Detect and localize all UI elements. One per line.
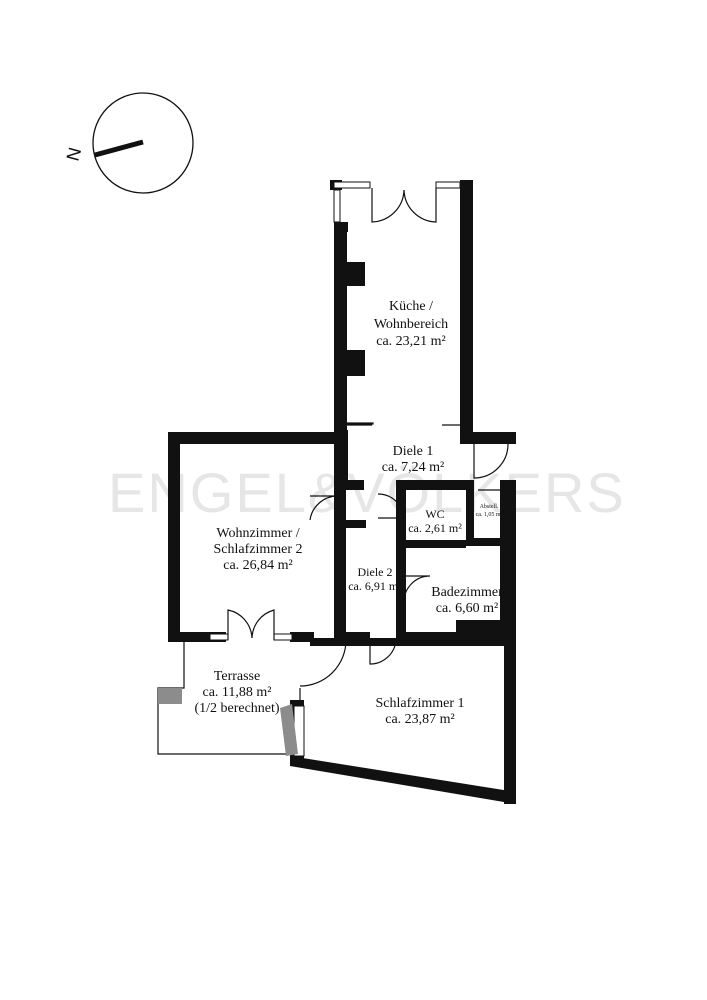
room-area: ca. 26,84 m² [223, 558, 293, 573]
kitchen-window-left [333, 181, 371, 223]
room-badezimmer: Badezimmer ca. 6,60 m² [431, 585, 503, 616]
kitchen-balcony-door [371, 188, 437, 223]
bath-door [403, 575, 431, 603]
walls-kitchen [330, 180, 473, 440]
walls-wohnzimmer [168, 432, 348, 642]
room-area: ca. 6,60 m² [436, 601, 499, 616]
room-diele1: Diele 1 ca. 7,24 m² [382, 444, 445, 475]
room-name: Diele 1 [393, 444, 434, 459]
watermark: ENGEL&VÖLKERS [108, 461, 626, 524]
walls-wc-bath [396, 480, 516, 640]
room-kueche: Küche / Wohnbereich ca. 23,21 m² [374, 299, 448, 349]
room-name: Küche / [389, 299, 433, 314]
room-abstell: Abstell. ca. 1,05 m² [476, 504, 503, 518]
room-area: ca. 11,88 m² [203, 685, 272, 700]
room-name: Diele 2 [358, 565, 393, 579]
room-name: WC [425, 507, 444, 521]
walls-schlafzimmer1 [280, 638, 516, 804]
room-name: Terrasse [214, 669, 260, 684]
room-area: ca. 2,61 m² [408, 521, 462, 535]
room-area: ca. 7,24 m² [382, 460, 445, 475]
wohnzimmer-window [209, 633, 293, 641]
room-name: Abstell. [480, 504, 499, 510]
room-name: Schlafzimmer 1 [375, 696, 464, 711]
room-area: ca. 23,87 m² [385, 712, 455, 727]
wohnzimmer-terrace-door [227, 609, 275, 640]
room-terrasse: Terrasse ca. 11,88 m² (1/2 berechnet) [194, 669, 279, 716]
room-area: ca. 23,21 m² [376, 334, 446, 349]
room-wc: WC ca. 2,61 m² [408, 507, 462, 535]
entry-door [473, 443, 509, 479]
room-name: Badezimmer [431, 585, 503, 600]
room-note: (1/2 berechnet) [194, 701, 279, 716]
room-area: ca. 6,91 m² [348, 579, 402, 593]
kitchen-window-right [435, 181, 461, 189]
room-area: ca. 1,05 m² [476, 512, 503, 518]
room-schlafzimmer1: Schlafzimmer 1 ca. 23,87 m² [375, 696, 464, 727]
room-wohnzimmer: Wohnzimmer / Schlafzimmer 2 ca. 26,84 m² [213, 526, 302, 573]
room-name: Wohnbereich [374, 317, 448, 332]
north-arrow-icon: N [63, 92, 194, 194]
walls-diele2 [340, 520, 414, 642]
room-diele2: Diele 2 ca. 6,91 m² [348, 565, 402, 593]
room-name: Schlafzimmer 2 [213, 542, 302, 557]
wohnzimmer-door [309, 495, 339, 521]
room-name: Wohnzimmer / [216, 526, 299, 541]
terrace-door [299, 639, 347, 687]
wc-door [377, 493, 405, 519]
compass-label: N [63, 145, 86, 163]
abstell-door [478, 489, 505, 516]
